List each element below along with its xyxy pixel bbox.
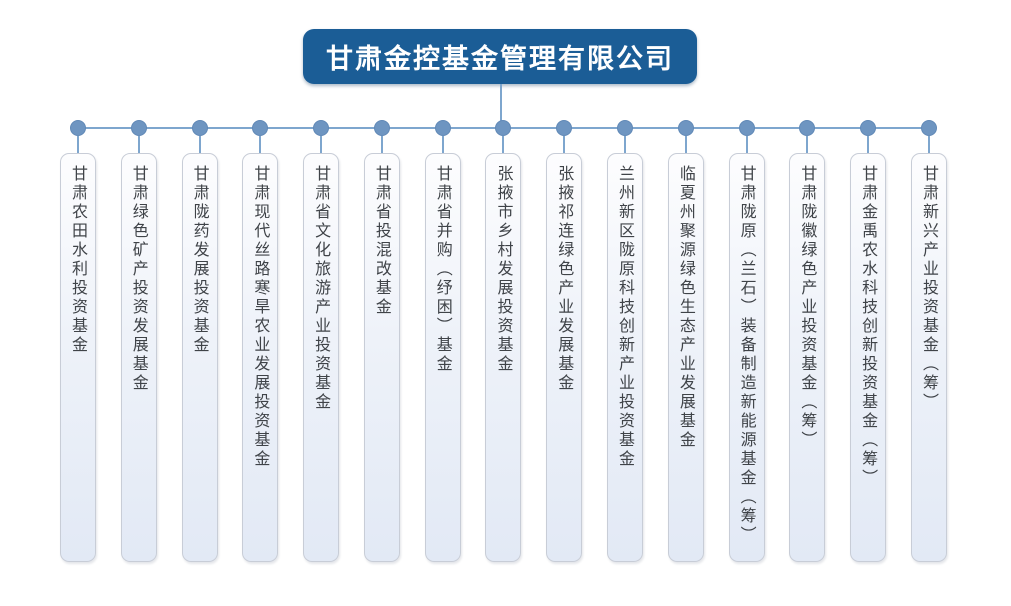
fund-branch: 甘肃新兴产业投资基金（筹） xyxy=(910,120,947,562)
fund-name: 甘肃省并购（纾困）基金 xyxy=(433,165,453,374)
fund-box: 甘肃新兴产业投资基金（筹） xyxy=(910,153,947,562)
fund-branch: 甘肃省文化旅游产业投资基金 xyxy=(303,120,340,562)
connector-dot xyxy=(70,120,86,136)
fund-branch: 兰州新区陇原科技创新产业投资基金 xyxy=(607,120,644,562)
fund-name: 甘肃陇徽绿色产业投资基金（筹） xyxy=(798,165,818,450)
fund-name: 甘肃新兴产业投资基金（筹） xyxy=(919,165,939,412)
fund-name: 甘肃省文化旅游产业投资基金 xyxy=(312,165,332,412)
fund-box: 张掖市乡村发展投资基金 xyxy=(485,153,522,562)
connector-dot xyxy=(556,120,573,136)
connector-stub xyxy=(684,136,687,153)
connector-dot xyxy=(313,120,330,136)
fund-branch: 临夏州聚源绿色生态产业发展基金 xyxy=(667,120,704,562)
connector-dot xyxy=(617,120,634,136)
fund-branch: 甘肃绿色矿产投资发展基金 xyxy=(120,120,157,562)
connector-dot xyxy=(434,120,451,136)
fund-box: 甘肃现代丝路寒旱农业发展投资基金 xyxy=(242,153,279,562)
fund-name: 甘肃省投混改基金 xyxy=(372,165,392,317)
fund-box: 甘肃金禹农水科技创新投资基金（筹） xyxy=(850,153,887,562)
connector-stub xyxy=(380,136,383,153)
fund-branch: 张掖祁连绿色产业发展基金 xyxy=(546,120,583,562)
fund-name: 临夏州聚源绿色生态产业发展基金 xyxy=(676,165,696,450)
fund-box: 甘肃绿色矿产投资发展基金 xyxy=(120,153,157,562)
fund-branch: 甘肃农田水利投资基金 xyxy=(60,120,96,562)
fund-box: 甘肃陇药发展投资基金 xyxy=(181,153,218,562)
connector-stub xyxy=(867,136,870,153)
fund-box: 张掖祁连绿色产业发展基金 xyxy=(546,153,583,562)
connector-stub xyxy=(259,136,262,153)
parent-company-title: 甘肃金控基金管理有限公司 xyxy=(326,44,674,75)
fund-name: 甘肃现代丝路寒旱农业发展投资基金 xyxy=(251,165,271,469)
connector-stub xyxy=(927,136,930,153)
fund-branch: 甘肃现代丝路寒旱农业发展投资基金 xyxy=(242,120,279,562)
fund-branch: 甘肃陇原（兰石）装备制造新能源基金（筹） xyxy=(728,120,765,562)
fund-box: 甘肃省文化旅游产业投资基金 xyxy=(303,153,340,562)
fund-name: 张掖市乡村发展投资基金 xyxy=(494,165,514,374)
fund-box: 甘肃农田水利投资基金 xyxy=(60,153,96,562)
fund-branch: 甘肃金禹农水科技创新投资基金（筹） xyxy=(850,120,887,562)
connector-dot xyxy=(191,120,208,136)
fund-branch: 甘肃陇药发展投资基金 xyxy=(181,120,218,562)
connector-stub xyxy=(320,136,323,153)
connector-stub xyxy=(441,136,444,153)
fund-name: 张掖祁连绿色产业发展基金 xyxy=(555,165,575,393)
parent-company-box: 甘肃金控基金管理有限公司 xyxy=(303,29,697,84)
connector-dot xyxy=(495,120,512,136)
fund-box: 甘肃陇徽绿色产业投资基金（筹） xyxy=(789,153,826,562)
connector-stem xyxy=(500,84,502,128)
connector-stub xyxy=(502,136,505,153)
fund-columns: 甘肃农田水利投资基金 甘肃绿色矿产投资发展基金 甘肃陇药发展投资基金 甘肃现代丝… xyxy=(60,120,947,562)
connector-dot xyxy=(252,120,269,136)
fund-box: 甘肃省并购（纾困）基金 xyxy=(424,153,461,562)
connector-dot xyxy=(799,120,816,136)
connector-dot xyxy=(920,120,937,136)
connector-dot xyxy=(373,120,390,136)
fund-branch: 甘肃省投混改基金 xyxy=(363,120,400,562)
connector-stub xyxy=(624,136,627,153)
fund-name: 甘肃金禹农水科技创新投资基金（筹） xyxy=(859,165,879,488)
connector-dot xyxy=(677,120,694,136)
fund-name: 甘肃陇原（兰石）装备制造新能源基金（筹） xyxy=(737,165,757,545)
connector-stub xyxy=(137,136,140,153)
fund-name: 甘肃陇药发展投资基金 xyxy=(190,165,210,355)
fund-name: 甘肃绿色矿产投资发展基金 xyxy=(129,165,149,393)
connector-stub xyxy=(198,136,201,153)
fund-branch: 甘肃省并购（纾困）基金 xyxy=(424,120,461,562)
connector-dot xyxy=(860,120,877,136)
connector-stub xyxy=(77,136,79,153)
fund-box: 临夏州聚源绿色生态产业发展基金 xyxy=(667,153,704,562)
fund-name: 甘肃农田水利投资基金 xyxy=(69,165,88,355)
fund-box: 甘肃省投混改基金 xyxy=(363,153,400,562)
connector-stub xyxy=(745,136,748,153)
connector-dot xyxy=(738,120,755,136)
connector-stub xyxy=(806,136,809,153)
fund-branch: 张掖市乡村发展投资基金 xyxy=(485,120,522,562)
connector-dot xyxy=(130,120,147,136)
connector-stub xyxy=(563,136,566,153)
fund-box: 甘肃陇原（兰石）装备制造新能源基金（筹） xyxy=(728,153,765,562)
fund-branch: 甘肃陇徽绿色产业投资基金（筹） xyxy=(789,120,826,562)
fund-box: 兰州新区陇原科技创新产业投资基金 xyxy=(607,153,644,562)
fund-name: 兰州新区陇原科技创新产业投资基金 xyxy=(616,165,636,469)
